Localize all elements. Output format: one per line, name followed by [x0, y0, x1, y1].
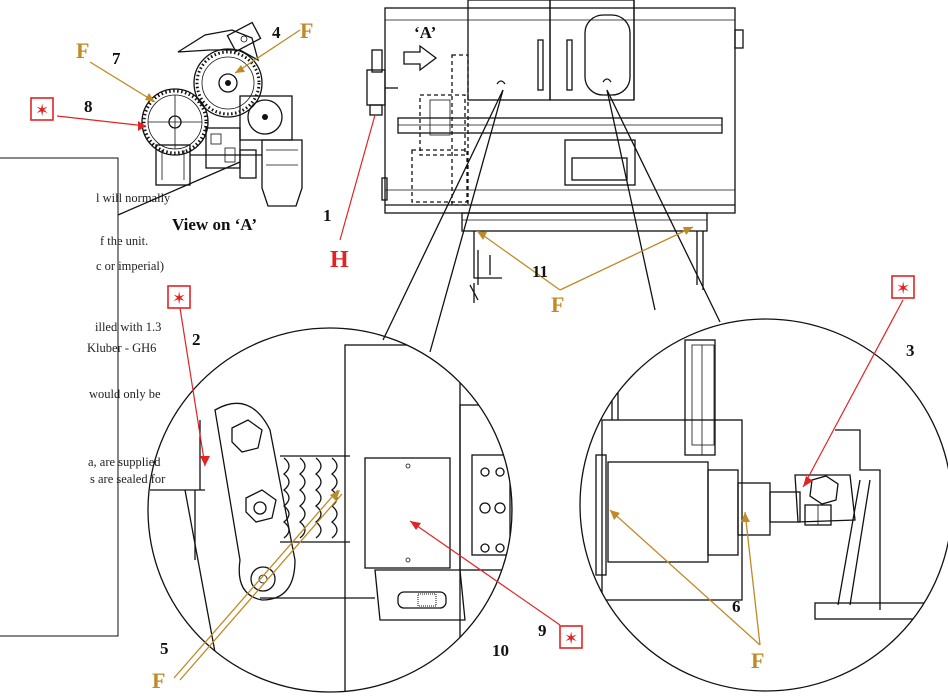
warning-star-2: ✶: [167, 285, 191, 309]
detail-view-left: [147, 327, 513, 693]
note-line-6: would only be: [89, 387, 161, 401]
view-marker-label: ‘A’: [414, 23, 436, 42]
detail-view-right: [579, 318, 948, 692]
callout-7: 7: [112, 49, 121, 68]
motor-view-drawing: [117, 21, 303, 216]
lube-label-11: F: [551, 292, 564, 317]
callout-5: 5: [160, 639, 169, 658]
detail-projection-lines: [382, 78, 721, 353]
lube-label-5: F: [152, 668, 165, 693]
note-line-4: illed with 1.3: [95, 320, 161, 334]
callout-6: 6: [732, 597, 741, 616]
note-line-2: f the unit.: [100, 234, 148, 248]
note-line-8: s are sealed for: [90, 472, 166, 486]
star-icon: ✶: [35, 101, 49, 121]
callout-11: 11: [532, 262, 548, 281]
machine-body-drawing: ‘A’: [366, 0, 744, 303]
callout-9: 9: [538, 621, 547, 640]
callout-1: 1: [323, 206, 332, 225]
lube-label-6: F: [751, 648, 764, 673]
star-icon: ✶: [172, 289, 186, 309]
callout-3: 3: [906, 341, 915, 360]
callout-8: 8: [84, 97, 93, 116]
warning-star-9: ✶: [559, 625, 583, 649]
note-line-7: a, are supplied: [88, 455, 161, 469]
star-icon: ✶: [896, 279, 910, 299]
lube-label-4: F: [300, 18, 313, 43]
notes-box: l will normally f the unit. c or imperia…: [0, 157, 171, 637]
callout-labels: View on ‘A’ 4 7 8 1 2 3 11 5 6 9 10 F F …: [76, 18, 915, 693]
note-line-1: l will normally: [96, 191, 171, 205]
note-line-3: c or imperial): [96, 259, 164, 273]
star-icon: ✶: [564, 629, 578, 649]
callout-2: 2: [192, 330, 201, 349]
callout-4: 4: [272, 23, 281, 42]
warning-star-3: ✶: [891, 275, 915, 299]
hydraulic-label: H: [330, 247, 349, 273]
callout-10: 10: [492, 641, 509, 660]
leader-lines: [56, 29, 904, 681]
lube-label-7: F: [76, 38, 89, 63]
view-title: View on ‘A’: [172, 215, 257, 234]
note-line-5: Kluber - GH6: [87, 341, 156, 355]
warning-star-8: ✶: [30, 97, 54, 121]
